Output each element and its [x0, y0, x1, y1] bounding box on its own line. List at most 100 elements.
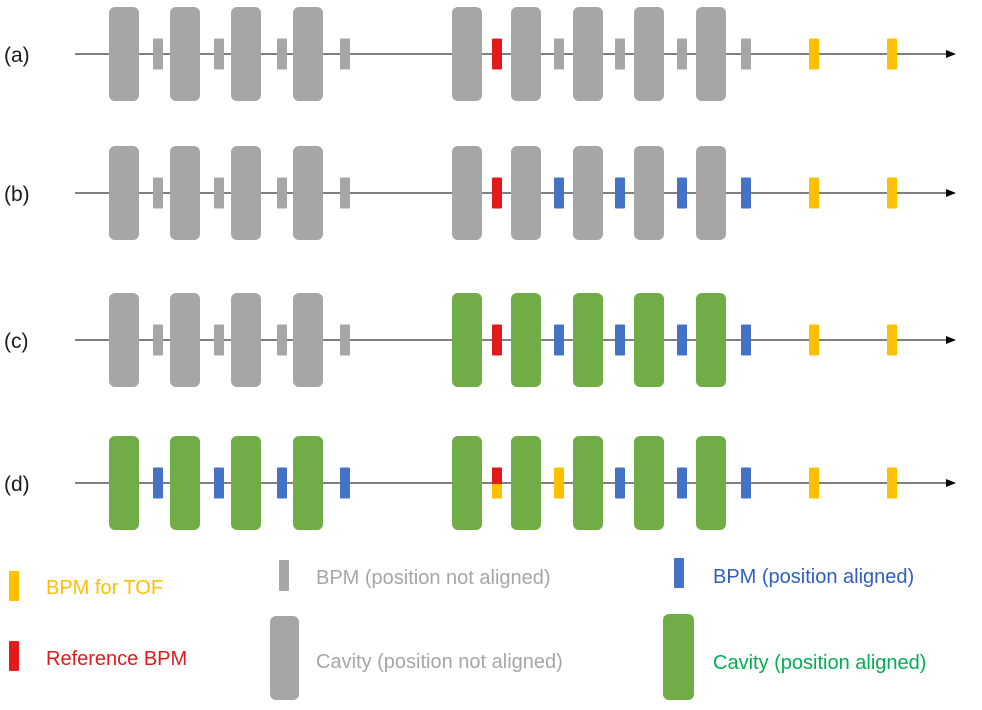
- beamline-arrow-icon: [946, 479, 956, 487]
- cavity-aligned: [511, 436, 541, 530]
- row-label: (d): [4, 473, 30, 496]
- bpm-tof: [554, 467, 564, 499]
- legend-bpm-tof-symbol: [9, 571, 19, 601]
- cavity-aligned: [293, 436, 323, 530]
- beamline-arrow-icon: [946, 50, 956, 58]
- legend-bpm-aligned-label: BPM (position aligned): [713, 566, 914, 588]
- bpm-not-aligned: [340, 324, 350, 356]
- bpm-not-aligned: [554, 38, 564, 70]
- cavity-not-aligned: [109, 7, 139, 101]
- bpm-tof: [809, 38, 819, 70]
- cavity-not-aligned: [634, 7, 664, 101]
- bpm-not-aligned: [615, 38, 625, 70]
- cavity-aligned: [109, 436, 139, 530]
- legend-cavity-not-aligned-symbol: [270, 616, 299, 700]
- bpm-aligned: [214, 467, 224, 499]
- row-label: (b): [4, 183, 30, 206]
- cavity-not-aligned: [231, 293, 261, 387]
- legend-reference-bpm-symbol: [9, 641, 19, 671]
- cavity-not-aligned: [170, 7, 200, 101]
- legend-item-bpm-not-aligned: BPM (position not aligned): [279, 560, 551, 591]
- cavity-not-aligned: [573, 7, 603, 101]
- cavity-aligned: [452, 436, 482, 530]
- bpm-not-aligned: [214, 177, 224, 209]
- cavity-not-aligned: [109, 146, 139, 240]
- bpm-not-aligned: [277, 324, 287, 356]
- legend-item-bpm-tof: BPM for TOF: [9, 571, 163, 601]
- bpm-aligned: [615, 467, 625, 499]
- bpm-aligned: [277, 467, 287, 499]
- legend-item-bpm-aligned: BPM (position aligned): [674, 558, 914, 588]
- row-label: (c): [4, 330, 29, 353]
- cavity-not-aligned: [170, 293, 200, 387]
- beamline-row: (c): [4, 293, 956, 387]
- beamline-arrow-icon: [946, 189, 956, 197]
- bpm-tof: [809, 324, 819, 356]
- legend: BPM for TOF Reference BPM BPM (position …: [9, 558, 926, 700]
- bpm-not-aligned: [340, 177, 350, 209]
- bpm-aligned: [677, 324, 687, 356]
- cavity-aligned: [170, 436, 200, 530]
- legend-item-reference-bpm: Reference BPM: [9, 641, 187, 671]
- bpm-tof: [887, 467, 897, 499]
- cavity-not-aligned: [293, 293, 323, 387]
- reference-bpm: [492, 38, 502, 70]
- beamline-row: (a): [4, 7, 956, 101]
- bpm-not-aligned: [153, 38, 163, 70]
- reference-bpm: [492, 177, 502, 209]
- beamline-arrow-icon: [946, 336, 956, 344]
- legend-cavity-aligned-symbol: [663, 614, 694, 700]
- bpm-tof: [887, 177, 897, 209]
- cavity-aligned: [573, 293, 603, 387]
- bpm-tof: [492, 484, 502, 499]
- cavity-aligned: [511, 293, 541, 387]
- bpm-not-aligned: [677, 38, 687, 70]
- cavity-aligned: [231, 436, 261, 530]
- bpm-aligned: [741, 467, 751, 499]
- bpm-tof: [809, 467, 819, 499]
- legend-cavity-aligned-label: Cavity (position aligned): [713, 652, 926, 674]
- bpm-not-aligned: [153, 324, 163, 356]
- cavity-not-aligned: [109, 293, 139, 387]
- bpm-not-aligned: [214, 38, 224, 70]
- beamline-row: (d): [4, 436, 956, 530]
- bpm-aligned: [554, 324, 564, 356]
- legend-bpm-not-aligned-symbol: [279, 560, 289, 591]
- bpm-not-aligned: [340, 38, 350, 70]
- legend-bpm-aligned-symbol: [674, 558, 684, 588]
- reference-bpm: [492, 324, 502, 356]
- cavity-aligned: [634, 436, 664, 530]
- bpm-aligned: [153, 467, 163, 499]
- cavity-aligned: [696, 293, 726, 387]
- beamline-rows: (a) (b) (c) (d): [4, 7, 956, 530]
- cavity-not-aligned: [696, 7, 726, 101]
- cavity-not-aligned: [293, 146, 323, 240]
- bpm-not-aligned: [214, 324, 224, 356]
- bpm-not-aligned: [741, 38, 751, 70]
- cavity-not-aligned: [696, 146, 726, 240]
- cavity-aligned: [573, 436, 603, 530]
- legend-item-cavity-not-aligned: Cavity (position not aligned): [270, 616, 563, 700]
- bpm-tof: [887, 324, 897, 356]
- bpm-aligned: [741, 324, 751, 356]
- bpm-aligned: [340, 467, 350, 499]
- legend-reference-bpm-label: Reference BPM: [46, 648, 187, 670]
- cavity-not-aligned: [452, 7, 482, 101]
- bpm-aligned: [615, 177, 625, 209]
- bpm-not-aligned: [277, 38, 287, 70]
- legend-item-cavity-aligned: Cavity (position aligned): [663, 614, 926, 700]
- cavity-not-aligned: [170, 146, 200, 240]
- bpm-aligned: [677, 177, 687, 209]
- cavity-aligned: [634, 293, 664, 387]
- bpm-aligned: [741, 177, 751, 209]
- bpm-tof: [887, 38, 897, 70]
- legend-bpm-tof-label: BPM for TOF: [46, 577, 163, 599]
- cavity-not-aligned: [634, 146, 664, 240]
- cavity-not-aligned: [511, 7, 541, 101]
- legend-cavity-not-aligned-label: Cavity (position not aligned): [316, 651, 563, 673]
- reference-bpm: [492, 467, 502, 484]
- cavity-not-aligned: [511, 146, 541, 240]
- bpm-tof: [809, 177, 819, 209]
- cavity-not-aligned: [293, 7, 323, 101]
- cavity-not-aligned: [452, 146, 482, 240]
